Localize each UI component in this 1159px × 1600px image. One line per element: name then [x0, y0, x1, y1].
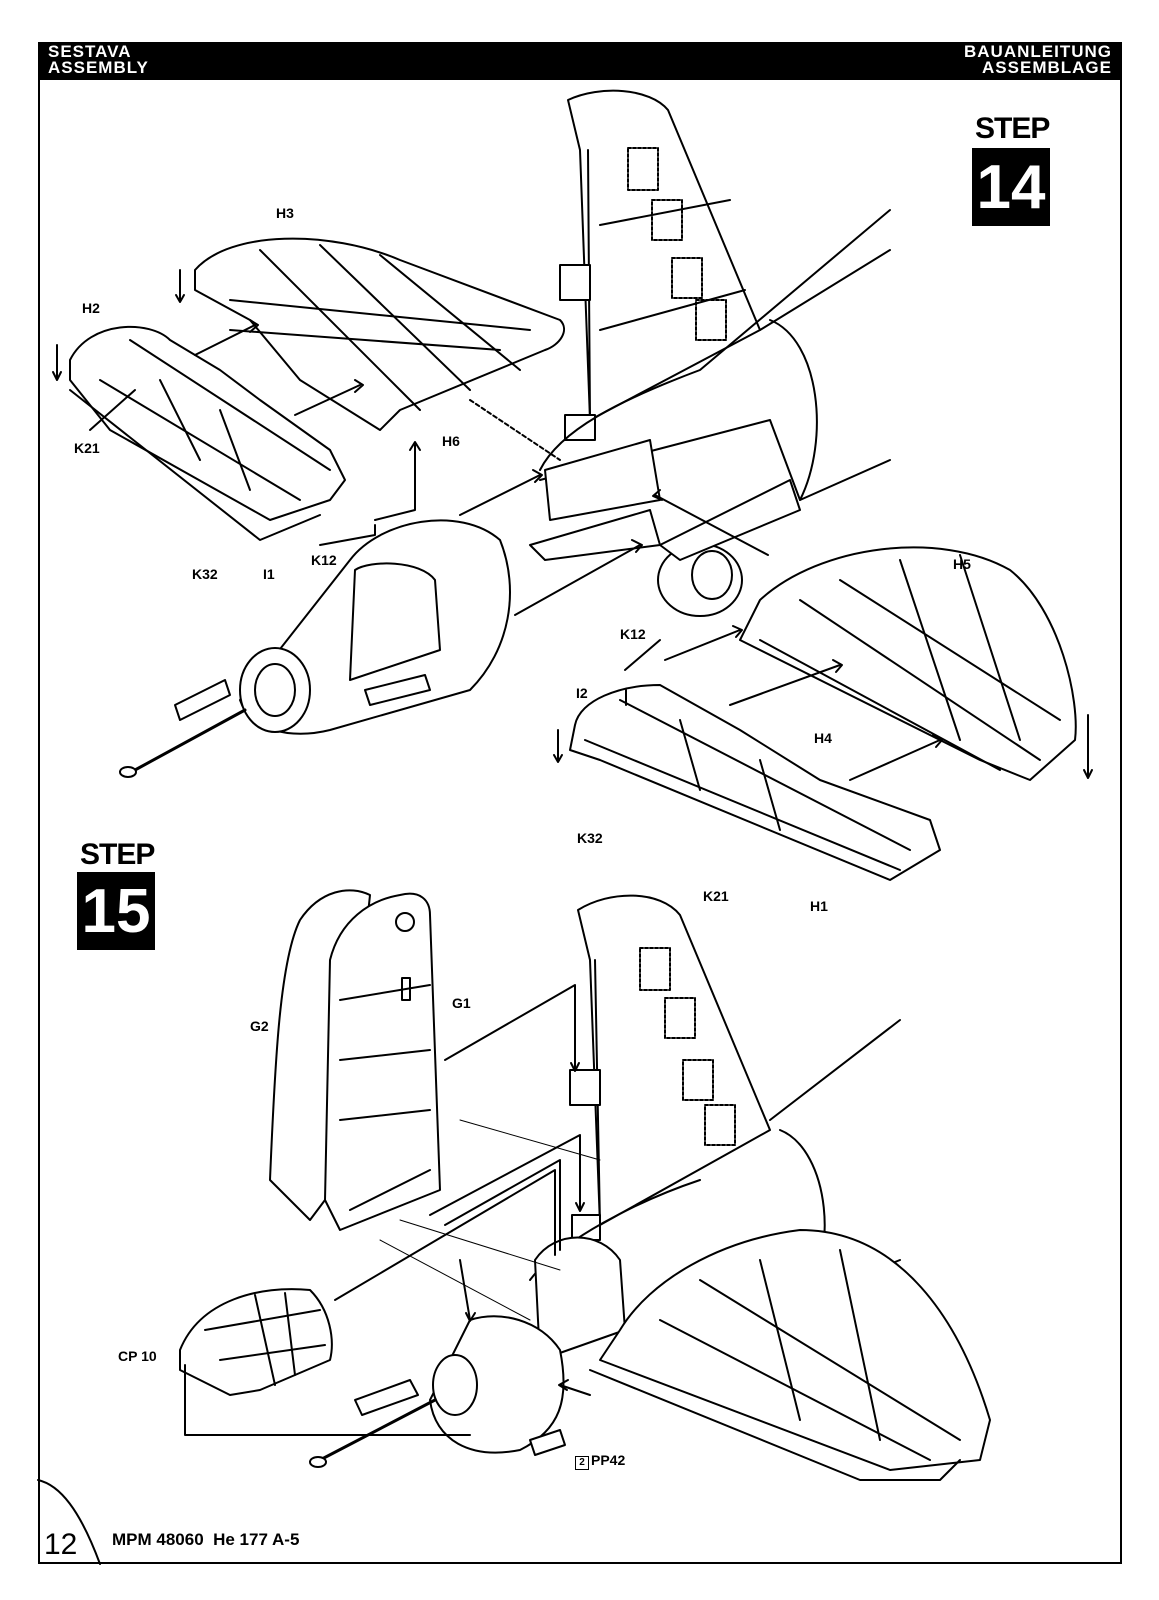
header-assembly: ASSEMBLY — [48, 58, 149, 77]
step14-label: STEP — [975, 112, 1050, 145]
header-sestava: SESTAVA — [48, 42, 132, 61]
tail-fin-step14 — [559, 89, 761, 441]
header-assemblage: ASSEMBLAGE — [982, 58, 1112, 77]
step15-number: 15 — [77, 872, 155, 950]
part-label-g1: G1 — [452, 995, 471, 1011]
left-wing-ghost-step15 — [379, 1119, 601, 1321]
assembly-lines-step15 — [184, 984, 591, 1456]
part-label-k12: K12 — [311, 552, 337, 568]
part-label-h5: H5 — [953, 556, 971, 572]
assembly-arrows-step14 — [52, 269, 1093, 781]
nose-section-step14 — [119, 519, 511, 778]
step15-label: STEP — [80, 838, 155, 871]
part-label-h1: H1 — [810, 898, 828, 914]
page-corner-curve — [37, 1479, 101, 1565]
right-wing-step14 — [569, 546, 1077, 881]
header-right: BAUANLEITUNG ASSEMBLAGE — [964, 42, 1112, 77]
part-label-cp10: CP 10 — [118, 1348, 157, 1364]
fuselage-step14 — [529, 209, 891, 561]
part-label-h4: H4 — [814, 730, 832, 746]
part-label-k21-right: K21 — [703, 888, 729, 904]
paint-box-number: 2 — [575, 1456, 589, 1470]
rudder-parts-step15 — [269, 889, 441, 1231]
part-label-g2: G2 — [250, 1018, 269, 1034]
landing-gear — [657, 479, 801, 617]
page-header: SESTAVA ASSEMBLY BAUANLEITUNG ASSEMBLAGE — [38, 42, 1122, 80]
page-number: 12 — [44, 1528, 78, 1561]
paint-code: PP42 — [591, 1452, 626, 1468]
part-label-k12-right: K12 — [620, 626, 646, 642]
part-label-h6: H6 — [442, 433, 460, 449]
part-label-i2: I2 — [576, 685, 588, 701]
part-label-k21: K21 — [74, 440, 100, 456]
left-wing-step14 — [69, 237, 565, 541]
part-label-k32: K32 — [192, 566, 218, 582]
kit-title: MPM 48060 He 177 A-5 — [112, 1530, 300, 1549]
tail-fin-step15 — [569, 894, 771, 1241]
header-bauanleitung: BAUANLEITUNG — [964, 42, 1112, 61]
right-wing-step15 — [589, 1229, 991, 1481]
part-label-h3: H3 — [276, 205, 294, 221]
step14-number: 14 — [972, 148, 1050, 226]
part-label-k32-right: K32 — [577, 830, 603, 846]
part-label-i1: I1 — [263, 566, 275, 582]
canopy-cp10 — [179, 1288, 333, 1396]
fuselage-step15 — [309, 1019, 901, 1468]
part-label-h2: H2 — [82, 300, 100, 316]
header-left: SESTAVA ASSEMBLY — [48, 42, 149, 77]
